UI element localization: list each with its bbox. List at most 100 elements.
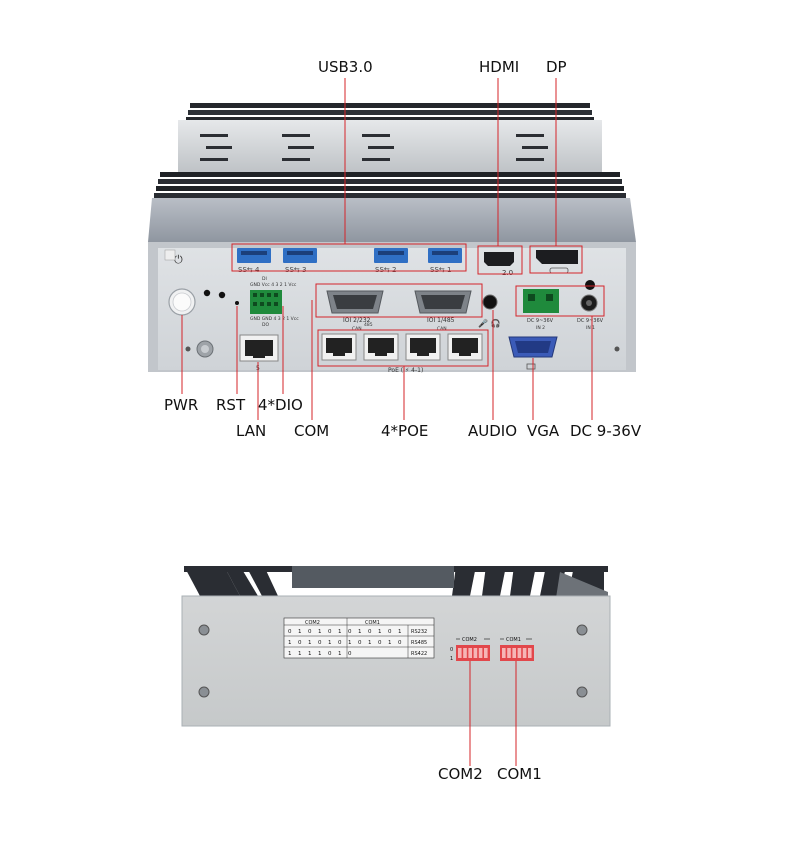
dip-toggle[interactable] xyxy=(463,648,467,658)
vga-icon xyxy=(526,363,536,370)
label-dp: DP xyxy=(546,58,567,76)
front-device: SS⇆ 4 SS⇆ 3 SS⇆ 2 SS⇆ 1 2.0 ⏻ GND Vcc 4 … xyxy=(148,103,636,374)
usb-port-2[interactable] xyxy=(374,248,408,263)
usb3-text: SS⇆ 3 xyxy=(285,266,306,274)
label-usb: USB3.0 xyxy=(318,58,373,76)
dip-toggle[interactable] xyxy=(478,648,483,658)
com-highlight-box xyxy=(315,283,483,318)
hdmi-highlight-box xyxy=(477,245,523,275)
dip-toggle[interactable] xyxy=(517,648,522,658)
dio-bottom-text: GND GND 4 3 2 1 Vcc xyxy=(250,316,299,322)
dio-di-text: DI xyxy=(262,276,267,282)
heatsink-fins-side xyxy=(154,172,626,198)
dip-toggle[interactable] xyxy=(473,648,478,658)
table-bit: 1 xyxy=(288,640,292,646)
com2-text: IOI 2/232 xyxy=(343,317,371,324)
label-com: COM xyxy=(294,422,330,440)
poe-highlight-box xyxy=(317,329,489,367)
audio-jack[interactable] xyxy=(482,294,498,310)
table-bit: 0 xyxy=(288,629,292,635)
usb2-text: SS⇆ 2 xyxy=(375,266,396,274)
side-screw xyxy=(198,624,210,636)
hdmi-number: 2.0 xyxy=(502,269,513,277)
antenna-hole xyxy=(585,280,595,290)
table-bit: 1 xyxy=(388,640,392,646)
poe-ports xyxy=(321,333,483,361)
callouts-side xyxy=(469,661,517,766)
table-bit: 1 xyxy=(298,651,302,657)
label-lan: LAN xyxy=(236,422,267,440)
dip-toggle[interactable] xyxy=(484,648,488,658)
dip-toggle[interactable] xyxy=(512,648,516,658)
callouts-top xyxy=(181,78,605,420)
headphone-icon: 🎤 🎧 xyxy=(478,318,501,328)
com2-can-text: CAN xyxy=(352,326,362,332)
side-screw xyxy=(576,624,588,636)
table-bit: 0 xyxy=(338,640,342,646)
table-bit: 1 xyxy=(318,651,322,657)
label-dio: 4*DIO xyxy=(258,396,303,414)
dip-toggle[interactable] xyxy=(507,648,511,658)
dp-port[interactable] xyxy=(536,250,578,264)
dip-on-label: 0 xyxy=(450,647,453,653)
table-header-com2: COM2 xyxy=(305,620,320,626)
side-screw xyxy=(198,686,210,698)
table-bit: 1 xyxy=(338,629,342,635)
label-dc: DC 9-36V xyxy=(570,422,642,440)
dip-com1-label: COM1 xyxy=(506,637,521,643)
panel-screw xyxy=(185,346,191,352)
chassis-bevel xyxy=(148,198,636,242)
hdmi-port[interactable] xyxy=(484,252,514,266)
dc-highlight-box xyxy=(515,285,605,317)
reset-button[interactable] xyxy=(235,301,239,305)
table-mode: RS485 xyxy=(411,640,427,646)
heatsink-fins-top xyxy=(186,103,594,122)
table-bit: 0 xyxy=(348,629,352,635)
label-vga: VGA xyxy=(527,422,560,440)
led-indicator xyxy=(218,291,226,299)
table-header-com1: COM1 xyxy=(365,620,380,626)
dc-left-text: DC 9~36V xyxy=(527,318,554,324)
dc-right-text: DC 9~36V xyxy=(577,318,604,324)
label-pwr: PWR xyxy=(164,396,199,414)
dio-do-text: DO xyxy=(262,322,269,328)
dip-com2-label: COM2 xyxy=(462,637,477,643)
dio-top-text: GND Vcc 4 3 2 1 Vcc xyxy=(250,282,297,288)
wifi-icon xyxy=(164,249,176,261)
dip-toggle[interactable] xyxy=(528,648,532,658)
usb4-text: SS⇆ 4 xyxy=(238,266,260,274)
table-bit: 0 xyxy=(388,629,392,635)
table-bit: 0 xyxy=(378,640,382,646)
table-bit: 0 xyxy=(368,629,372,635)
usb-highlight-box xyxy=(231,243,467,272)
label-rst: RST xyxy=(216,396,246,414)
side-top-plate xyxy=(292,566,454,588)
table-bit: 0 xyxy=(308,629,312,635)
dip-toggle[interactable] xyxy=(458,648,462,658)
usb-port-1[interactable] xyxy=(428,248,462,263)
dc-right-sub: IN 1 xyxy=(586,325,595,331)
dip-toggle[interactable] xyxy=(468,648,472,658)
usb-port-3[interactable] xyxy=(283,248,317,263)
label-hdmi: HDMI xyxy=(479,58,520,76)
table-bit: 0 xyxy=(328,651,332,657)
table-bit: 0 xyxy=(298,640,302,646)
side-bevel xyxy=(556,572,608,598)
table-bit: 1 xyxy=(378,629,382,635)
table-bit: 1 xyxy=(398,629,402,635)
vent-slots xyxy=(200,134,548,161)
table-mode: RS232 xyxy=(411,629,427,635)
table-bit: 1 xyxy=(308,651,312,657)
label-audio: AUDIO xyxy=(468,422,518,440)
com1-text: IOI 1/485 xyxy=(427,317,455,324)
label-com2: COM2 xyxy=(438,765,483,783)
com2-sub-text: 485 xyxy=(364,322,373,328)
table-bit: 1 xyxy=(318,629,322,635)
dip-toggle[interactable] xyxy=(522,648,527,658)
dip-toggle[interactable] xyxy=(502,648,506,658)
usb-port-4[interactable] xyxy=(237,248,271,263)
